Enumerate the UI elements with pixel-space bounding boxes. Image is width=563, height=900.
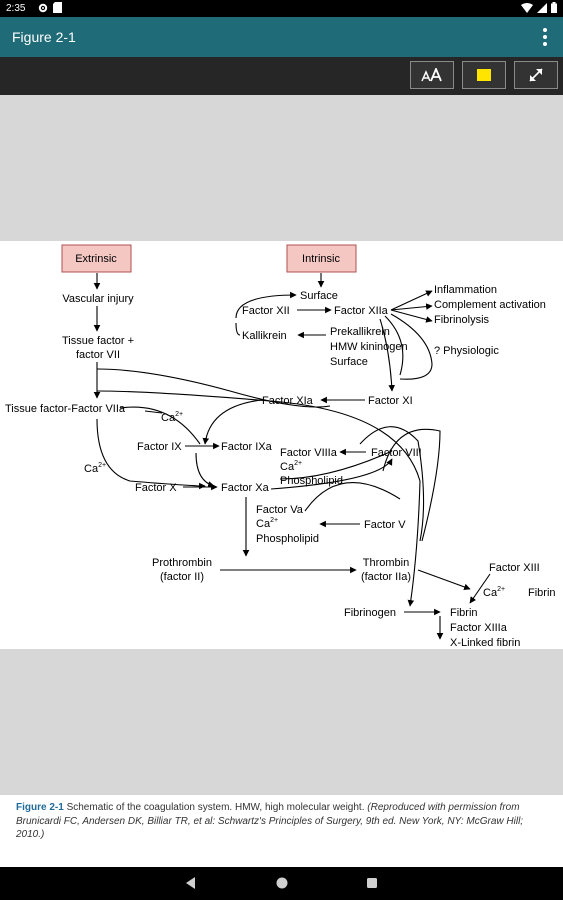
complement-label: Complement activation <box>434 299 546 311</box>
factor-ixa-label: Factor IXa <box>221 441 273 453</box>
factor-xa-label: Factor Xa <box>221 482 270 494</box>
factor-viii-label: Factor VIII <box>371 447 422 459</box>
recents-icon[interactable] <box>365 876 379 890</box>
fibrin-label: Fibrin <box>450 607 478 619</box>
wifi-icon <box>521 2 533 13</box>
settings-icon <box>38 3 48 12</box>
figure-toolbar <box>0 57 563 95</box>
factor-xii-label: Factor XII <box>242 305 290 317</box>
tf-viia-label: Tissue factor-Factor VIIa <box>5 403 126 415</box>
hmw-kininogen-label: HMW kininogen <box>330 341 408 353</box>
fullscreen-button[interactable] <box>514 61 558 89</box>
factor-ix-label: Factor IX <box>137 441 182 453</box>
inflammation-label: Inflammation <box>434 284 497 296</box>
intrinsic-label: Intrinsic <box>302 253 340 265</box>
surface-label: Surface <box>300 290 338 302</box>
back-icon[interactable] <box>184 876 196 890</box>
fibrin-side-label: Fibrin <box>528 587 556 599</box>
surface2-label: Surface <box>330 356 368 368</box>
coagulation-figure[interactable]: Extrinsic Intrinsic Vascular injury Tiss… <box>0 241 563 649</box>
factor-viiia-label: Factor VIIIa <box>280 447 338 459</box>
factor-iia-label: (factor IIa) <box>361 571 411 583</box>
extrinsic-label: Extrinsic <box>75 253 117 265</box>
caption-label: Figure 2-1 <box>16 802 64 813</box>
vascular-injury-label: Vascular injury <box>62 293 134 305</box>
kallikrein-label: Kallikrein <box>242 330 287 342</box>
factor-ii-label: (factor II) <box>160 571 204 583</box>
extrinsic-box <box>61 244 132 273</box>
sd-card-icon <box>53 2 62 13</box>
caption-text: Schematic of the coagulation system. HMW… <box>63 802 368 813</box>
coagulation-diagram: Extrinsic Intrinsic Vascular injury Tiss… <box>5 244 556 649</box>
highlight-button[interactable] <box>462 61 506 89</box>
tissue-factor-label: Tissue factor + <box>62 335 134 347</box>
factor-va-label: Factor Va <box>256 504 304 516</box>
home-icon[interactable] <box>275 876 289 890</box>
factor-xi-label: Factor XI <box>368 395 413 407</box>
status-time: 2:35 <box>6 3 26 14</box>
ca-label-2: Ca2+ <box>280 460 302 473</box>
ca-label-1: Ca2+ <box>161 411 183 424</box>
physiologic-label: ? Physiologic <box>434 345 499 357</box>
factor-x-label: Factor X <box>135 482 177 494</box>
battery-icon <box>551 2 557 13</box>
fibrinogen-label: Fibrinogen <box>344 607 396 619</box>
figure-caption: Figure 2-1 Schematic of the coagulation … <box>0 795 563 867</box>
page-title: Figure 2-1 <box>12 29 76 45</box>
status-bar: 2:35 <box>0 0 563 17</box>
cell-signal-icon <box>537 2 547 13</box>
expand-icon <box>529 68 543 82</box>
more-options-icon[interactable] <box>537 25 553 49</box>
text-size-button[interactable] <box>410 61 454 89</box>
prekallikrein-label: Prekallikrein <box>330 326 390 338</box>
factor-vii-label: factor VII <box>76 349 120 361</box>
prothrombin-label: Prothrombin <box>152 557 212 569</box>
navigation-bar <box>0 867 563 900</box>
caption-citation: (Reproduced with permission from Brunica… <box>16 802 524 840</box>
text-size-icon <box>421 68 442 82</box>
thrombin-label: Thrombin <box>363 557 409 569</box>
phospholipid-label-2: Phospholipid <box>256 533 319 545</box>
highlight-swatch-icon <box>477 69 491 81</box>
fibrinolysis-label: Fibrinolysis <box>434 314 490 326</box>
x-linked-fibrin-label: X-Linked fibrin <box>450 637 520 649</box>
content-area[interactable]: Extrinsic Intrinsic Vascular injury Tiss… <box>0 95 563 795</box>
ca-label-5: Ca2+ <box>483 586 505 599</box>
ca-label-3: Ca2+ <box>84 462 106 475</box>
factor-xiii-label: Factor XIII <box>489 562 540 574</box>
intrinsic-box <box>286 244 357 273</box>
factor-v-label: Factor V <box>364 519 406 531</box>
app-bar: Figure 2-1 <box>0 17 563 57</box>
ca-label-4: Ca2+ <box>256 517 278 530</box>
factor-xiia-label: Factor XIIa <box>334 305 389 317</box>
factor-xiiia-label: Factor XIIIa <box>450 622 508 634</box>
